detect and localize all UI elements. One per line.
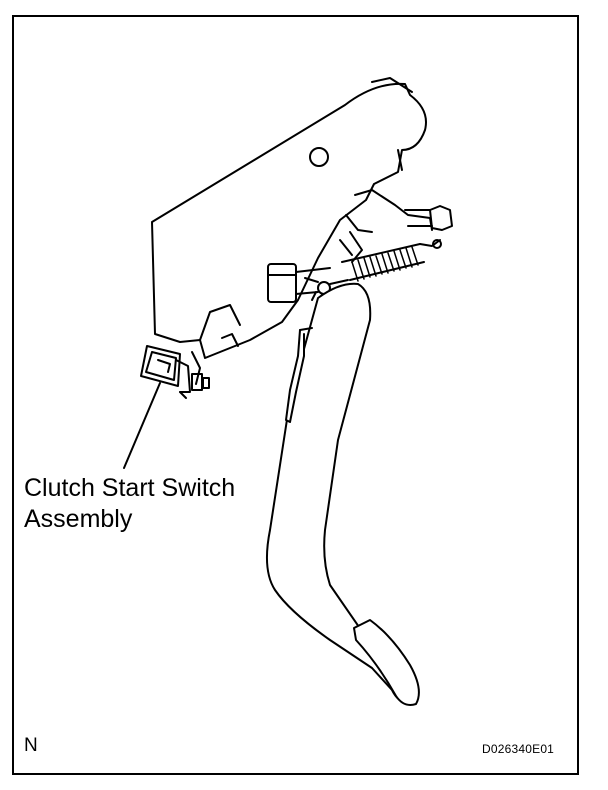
figure-code: D026340E01 (482, 742, 555, 756)
callout-line-1: Clutch Start Switch (24, 474, 236, 502)
pedal-bracket (151, 82, 427, 359)
callout-line-2: Assembly (24, 505, 133, 533)
bracket-hole (309, 147, 329, 167)
callout-label: Clutch Start Switch Assembly (24, 473, 235, 535)
pivot-boss (267, 263, 297, 303)
pedal-pad (353, 619, 420, 706)
return-spring (341, 239, 442, 282)
sensor-rod (285, 329, 305, 423)
pedal-lever (265, 282, 416, 703)
corner-label: N (24, 735, 38, 756)
clutch-start-switch (140, 345, 210, 399)
callout-leader (123, 382, 161, 469)
